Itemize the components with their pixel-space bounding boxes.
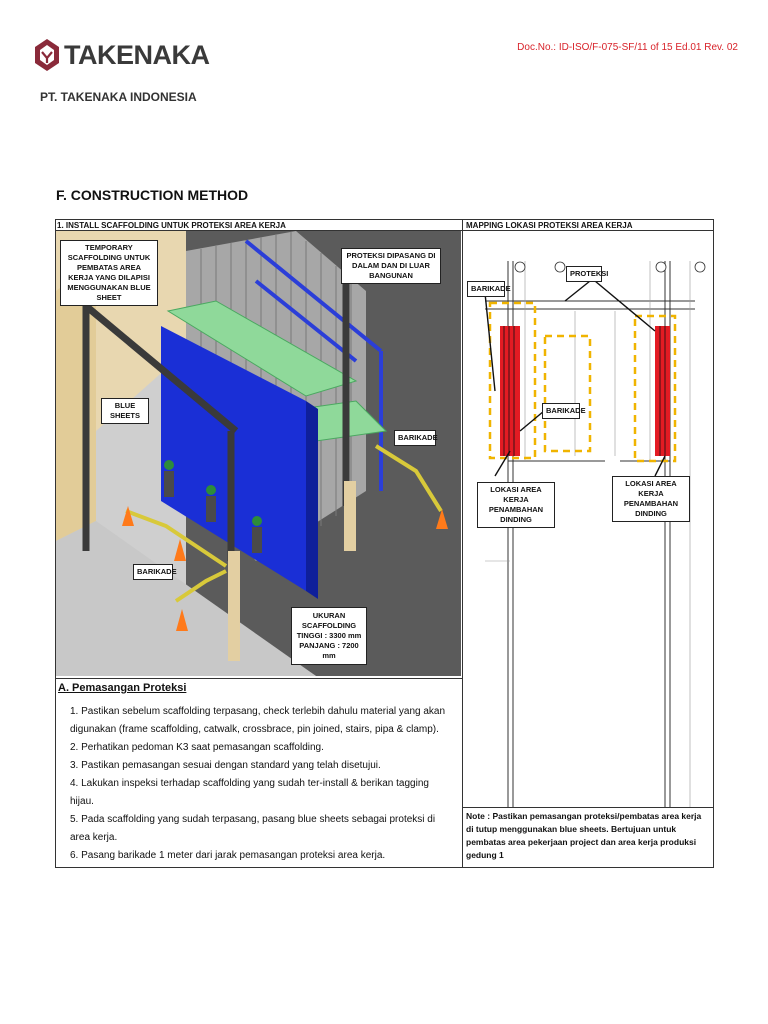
- left-panel-title: 1. INSTALL SCAFFOLDING UNTUK PROTEKSI AR…: [57, 221, 286, 230]
- callout-ukuran-scaffolding: UKURAN SCAFFOLDING TINGGI : 3300 mm PANJ…: [291, 607, 367, 665]
- callout-proteksi: PROTEKSI DIPASANG DI DALAM DAN DI LUAR B…: [341, 248, 441, 284]
- right-panel-title: MAPPING LOKASI PROTEKSI AREA KERJA: [466, 221, 633, 230]
- step-item: 1. Pastikan sebelum scaffolding terpasan…: [70, 706, 446, 735]
- content-frame: [55, 219, 714, 868]
- company-logo: TAKENAKA: [34, 38, 210, 72]
- step-item: 5. Pada scaffolding yang sudah terpasang…: [70, 814, 436, 843]
- step-item: 4. Lakukan inspeksi terhadap scaffolding…: [70, 778, 429, 807]
- header-rule: [55, 230, 714, 231]
- map-callout-lokasi-left: LOKASI AREA KERJA PENAMBAHAN DINDING: [477, 482, 555, 528]
- step-item: 6. Pasang barikade 1 meter dari jarak pe…: [70, 850, 386, 861]
- callout-barikade-right: BARIKADE: [394, 430, 438, 446]
- callout-temporary-scaffolding: TEMPORARY SCAFFOLDING UNTUK PEMBATAS ARE…: [60, 240, 158, 306]
- document-number: Doc.No.: ID-ISO/F-075-SF/11 of 15 Ed.01 …: [517, 42, 738, 53]
- ukuran-tinggi: TINGGI : 3300 mm: [296, 631, 362, 640]
- callout-barikade-left: BARIKADE: [133, 564, 177, 580]
- installation-steps: 1. Pastikan sebelum scaffolding terpasan…: [70, 703, 455, 865]
- brand-name: TAKENAKA: [64, 39, 210, 70]
- section-a-title: A. Pemasangan Proteksi: [58, 682, 187, 694]
- ukuran-title: UKURAN SCAFFOLDING: [301, 611, 357, 630]
- takenaka-emblem-icon: [35, 39, 59, 71]
- step-item: 2. Perhatikan pedoman K3 saat pemasangan…: [70, 742, 324, 753]
- callout-blue-sheets: BLUE SHEETS: [101, 398, 149, 424]
- ukuran-panjang: PANJANG : 7200 mm: [299, 641, 359, 660]
- step-item: 3. Pastikan pemasangan sesuai dengan sta…: [70, 760, 381, 771]
- company-name: PT. TAKENAKA INDONESIA: [40, 90, 197, 104]
- map-callout-barikade-top: BARIKADE: [467, 281, 511, 297]
- map-callout-barikade-mid: BARIKADE: [542, 403, 586, 419]
- right-mid-rule: [462, 807, 714, 808]
- map-callout-proteksi: PROTEKSI: [566, 266, 608, 282]
- map-callout-lokasi-right: LOKASI AREA KERJA PENAMBAHAN DINDING: [612, 476, 690, 522]
- column-divider: [462, 219, 463, 868]
- map-note: Note : Pastikan pemasangan proteksi/pemb…: [466, 811, 702, 860]
- section-title: F. CONSTRUCTION METHOD: [56, 187, 249, 203]
- left-mid-rule: [55, 678, 463, 679]
